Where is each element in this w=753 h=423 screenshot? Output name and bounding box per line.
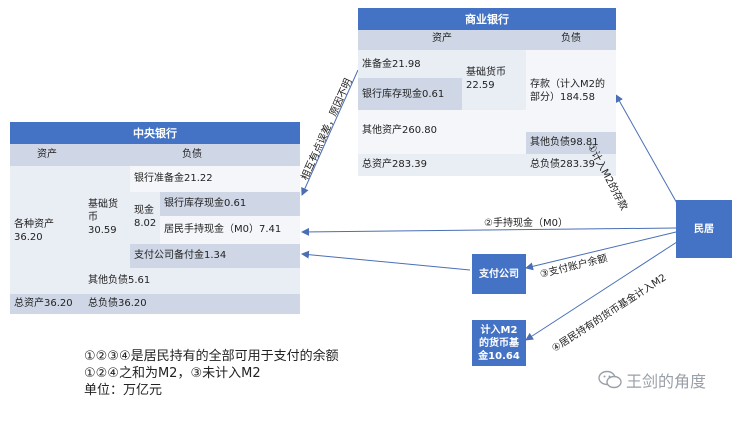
cb-vault-cash: 银行库存现金0.61 xyxy=(358,78,462,110)
cb-reserves: 准备金21.98 xyxy=(358,50,462,78)
cb-other-liab: 其他负债98.81 xyxy=(526,132,616,154)
cb-other-assets: 其他资产260.80 xyxy=(358,110,526,154)
cb-total-assets: 总资产283.39 xyxy=(358,154,526,176)
note-line-1: ①②③④是居民持有的全部可用于支付的余额 xyxy=(84,349,339,364)
note-line-2: ①②④之和为M2，③未计入M2 xyxy=(84,366,261,381)
zb-other-liab: 其他负债5.61 xyxy=(84,268,300,294)
cb-assets-header: 资产 xyxy=(358,30,526,50)
zb-assets: 各种资产36.20 xyxy=(10,166,84,294)
zb-m0: 居民手持现金（M0）7.41 xyxy=(160,216,300,244)
zb-payment-reserve: 支付公司备付金1.34 xyxy=(130,244,300,268)
residents-box: 民居 xyxy=(676,200,732,258)
cb-deposits: 存款（计入M2的部分）184.58 xyxy=(526,50,616,132)
zb-reserves: 银行准备金21.22 xyxy=(130,166,300,192)
central-bank-title: 中央银行 xyxy=(10,122,300,144)
cb-base-money: 基础货币22.59 xyxy=(462,50,526,110)
zb-total-assets: 总资产36.20 xyxy=(10,294,84,314)
commercial-bank-title: 商业银行 xyxy=(358,8,616,30)
zb-assets-header: 资产 xyxy=(10,144,84,166)
arrow-fund xyxy=(525,239,681,341)
watermark: 王剑的角度 xyxy=(598,368,706,392)
zb-cash: 现金8.02 xyxy=(130,192,160,244)
zb-liab-header: 负债 xyxy=(84,144,300,166)
arrow-mutual xyxy=(301,69,359,196)
zb-total-liab: 总负债36.20 xyxy=(84,294,300,314)
arrow-payment-to-cb xyxy=(301,250,471,271)
arrow-deposits xyxy=(615,94,679,206)
payment-company-box: 支付公司 xyxy=(472,254,526,294)
arrow-payment-balance xyxy=(525,231,677,271)
wechat-icon xyxy=(598,370,622,389)
zb-vault-cash: 银行库存现金0.61 xyxy=(160,192,300,216)
arrow-cash xyxy=(301,227,677,236)
money-fund-box: 计入M2的货币基金10.64 xyxy=(472,320,526,366)
cb-liab-header: 负债 xyxy=(526,30,616,50)
cb-total-liab: 总负债283.39 xyxy=(526,154,616,176)
note-line-3: 单位：万亿元 xyxy=(84,383,163,398)
zb-base-money: 基础货币30.59 xyxy=(84,166,130,268)
watermark-text: 王剑的角度 xyxy=(626,372,707,391)
label-arrow-cash: ②手持现金（M0） xyxy=(484,218,568,229)
notes: ①②③④是居民持有的全部可用于支付的余额 ①②④之和为M2，③未计入M2 单位：… xyxy=(84,348,339,399)
